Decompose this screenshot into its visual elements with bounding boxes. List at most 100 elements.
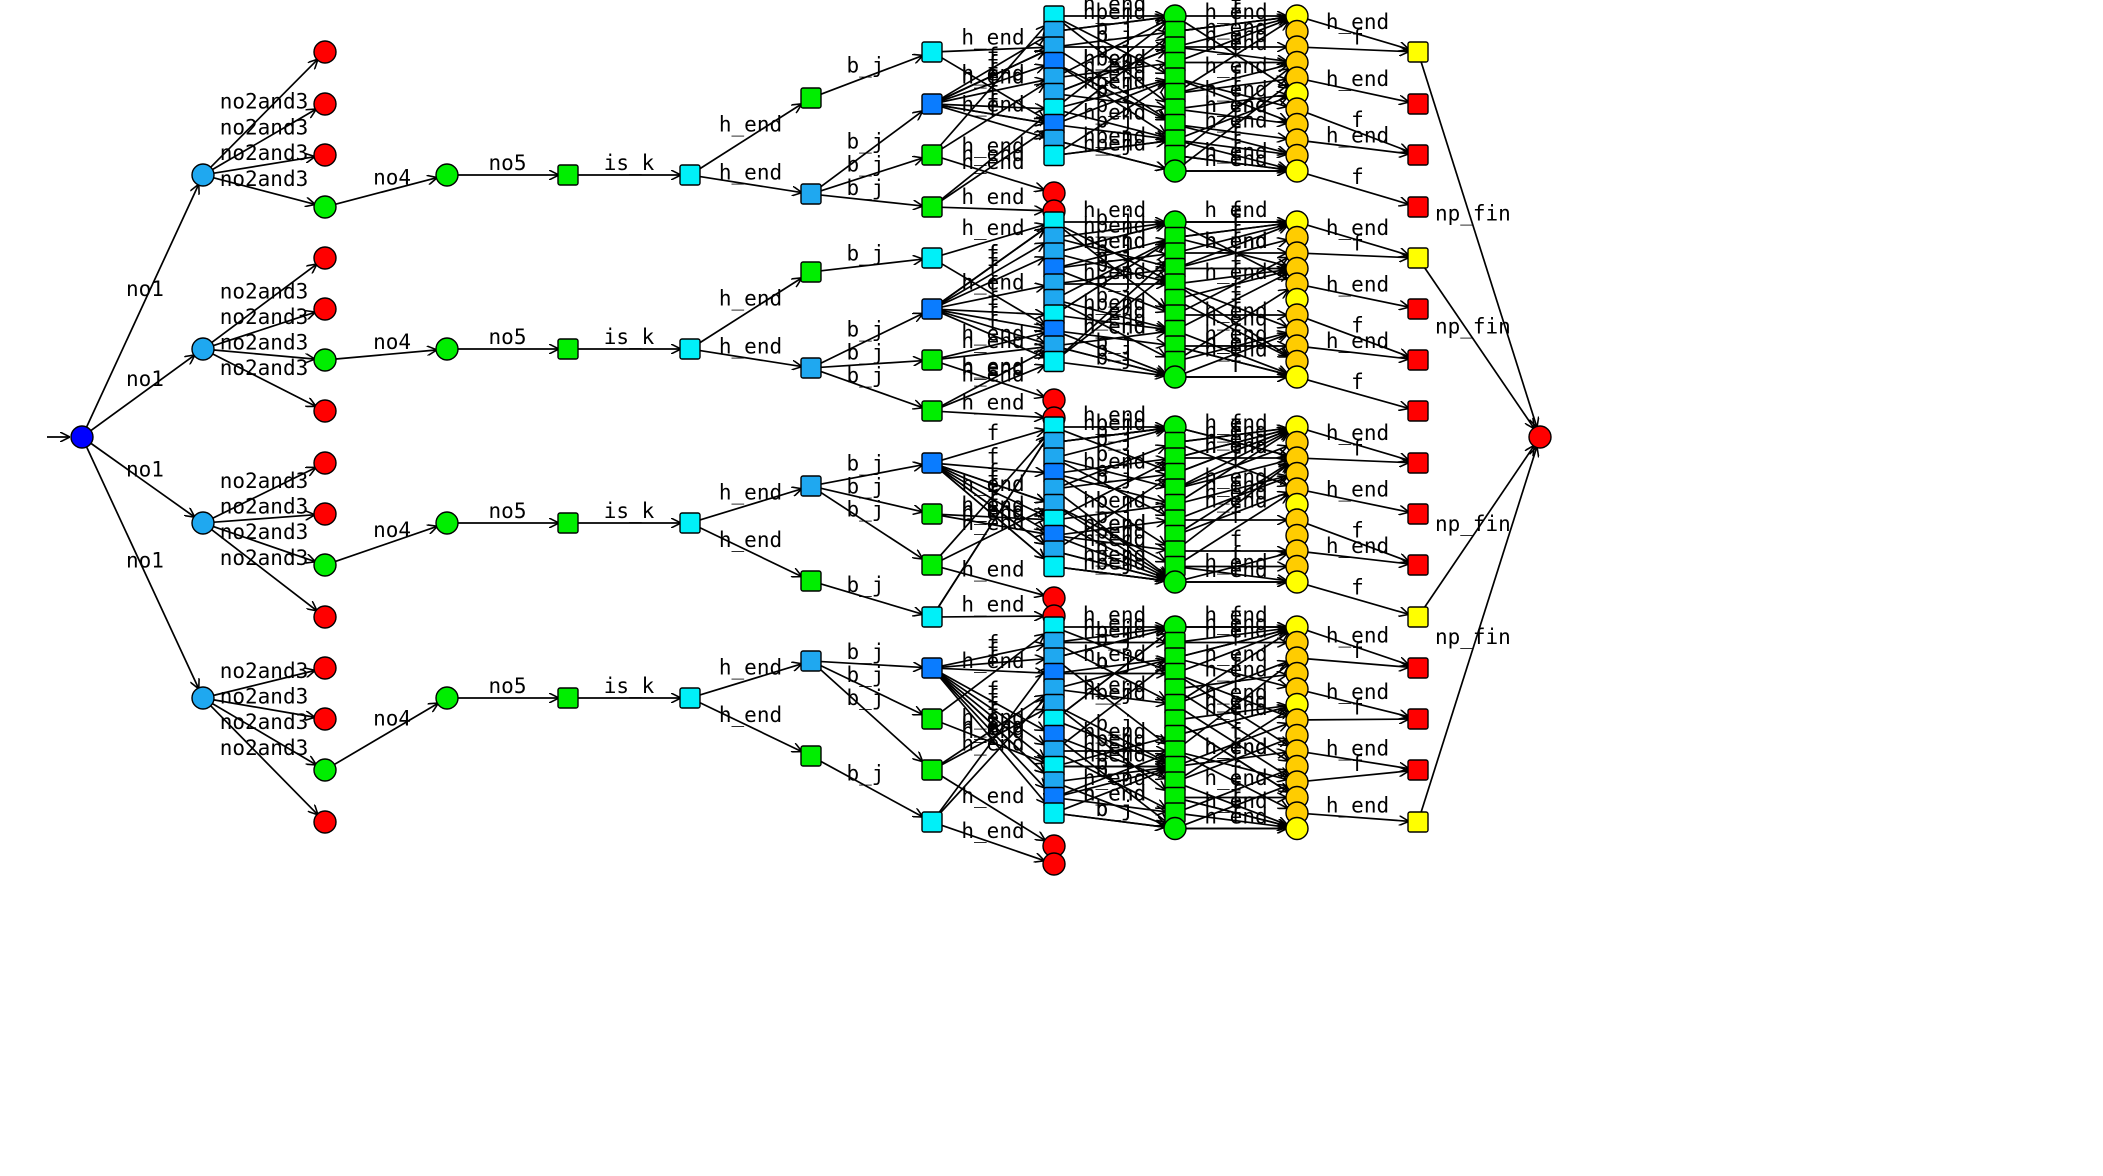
state-node[interactable] <box>1043 802 1065 824</box>
reject-node[interactable] <box>1407 298 1429 320</box>
state-node[interactable] <box>921 298 943 320</box>
state-node[interactable] <box>921 400 943 422</box>
state-node[interactable] <box>921 41 943 63</box>
reject-node[interactable] <box>313 502 337 526</box>
accept-node[interactable] <box>1407 811 1429 833</box>
state-node[interactable] <box>921 93 943 115</box>
state-node[interactable] <box>679 512 701 534</box>
state-node[interactable] <box>1043 144 1065 167</box>
state-node[interactable] <box>435 511 459 535</box>
reject-node[interactable] <box>1407 144 1429 166</box>
state-node[interactable] <box>800 475 822 497</box>
state-node[interactable] <box>1285 570 1309 594</box>
continue-node[interactable] <box>313 553 337 577</box>
state-node[interactable] <box>921 759 943 781</box>
reject-node[interactable] <box>313 297 337 321</box>
state-node[interactable] <box>557 338 579 360</box>
branch-node[interactable] <box>191 511 215 535</box>
reject-node[interactable] <box>313 143 337 167</box>
state-node[interactable] <box>800 570 822 592</box>
edge-label-b-j: b_j <box>1096 650 1134 674</box>
reject-node[interactable] <box>313 810 337 834</box>
state-node[interactable] <box>921 708 943 730</box>
state-node[interactable] <box>1163 159 1187 183</box>
reject-node[interactable] <box>1407 554 1429 576</box>
state-node[interactable] <box>921 657 943 679</box>
state-node[interactable] <box>1285 816 1309 841</box>
branch-node[interactable] <box>191 337 215 361</box>
edge-label-f: f <box>1230 291 1243 315</box>
continue-node[interactable] <box>313 348 337 372</box>
reject-node[interactable] <box>313 707 337 731</box>
state-node[interactable] <box>1163 816 1187 841</box>
state-node[interactable] <box>800 650 822 672</box>
reject-node[interactable] <box>1407 708 1429 730</box>
state-node[interactable] <box>1285 365 1309 389</box>
state-node[interactable] <box>1163 365 1187 389</box>
state-node[interactable] <box>921 503 943 525</box>
edge-label-b-j: b_j <box>846 663 884 687</box>
state-node[interactable] <box>435 686 459 710</box>
state-node[interactable] <box>557 687 579 709</box>
transition-edge <box>1184 69 1288 149</box>
reject-node[interactable] <box>1407 503 1429 525</box>
edge-label-h-end: h_end <box>961 719 1024 743</box>
edge-label-f: f <box>1230 704 1243 728</box>
reject-node[interactable] <box>1407 349 1429 371</box>
reject-node[interactable] <box>313 399 337 423</box>
state-node[interactable] <box>679 164 701 186</box>
state-node[interactable] <box>921 349 943 371</box>
continue-node[interactable] <box>313 758 337 782</box>
state-node[interactable] <box>557 512 579 534</box>
reject-node[interactable] <box>313 92 337 116</box>
accept-node[interactable] <box>1407 247 1429 269</box>
state-node[interactable] <box>1163 570 1187 594</box>
state-node[interactable] <box>921 196 943 218</box>
transition-edge <box>1063 738 1165 778</box>
continue-node[interactable] <box>313 195 337 219</box>
state-node[interactable] <box>679 338 701 360</box>
state-node[interactable] <box>435 337 459 361</box>
state-node[interactable] <box>921 811 943 833</box>
branch-node[interactable] <box>191 163 215 187</box>
reject-node[interactable] <box>313 451 337 475</box>
final-state-node[interactable] <box>1528 425 1552 449</box>
state-node[interactable] <box>800 183 822 205</box>
state-node[interactable] <box>921 144 943 166</box>
reject-node[interactable] <box>1407 93 1429 115</box>
reject-node[interactable] <box>1407 759 1429 781</box>
state-node[interactable] <box>557 164 579 186</box>
reject-node[interactable] <box>1407 657 1429 679</box>
state-node[interactable] <box>800 357 822 379</box>
state-node[interactable] <box>1285 159 1309 183</box>
state-node[interactable] <box>800 87 822 109</box>
initial-state-node[interactable] <box>70 425 94 449</box>
state-node[interactable] <box>921 554 943 576</box>
state-node[interactable] <box>921 247 943 269</box>
state-node[interactable] <box>921 606 943 628</box>
state-node[interactable] <box>921 452 943 474</box>
state-node[interactable] <box>1043 350 1065 373</box>
reject-node[interactable] <box>1407 400 1429 422</box>
reject-node[interactable] <box>313 246 337 270</box>
end-node[interactable] <box>1042 852 1066 876</box>
transition-edge <box>1184 334 1286 374</box>
state-node[interactable] <box>800 745 822 767</box>
reject-node[interactable] <box>313 40 337 64</box>
reject-node[interactable] <box>1407 196 1429 218</box>
branch-node[interactable] <box>191 686 215 710</box>
state-node[interactable] <box>800 261 822 283</box>
state-node[interactable] <box>435 163 459 187</box>
reject-node[interactable] <box>1407 452 1429 474</box>
transition-edge <box>1063 708 1165 762</box>
state-node[interactable] <box>679 687 701 709</box>
edge-label-f: f <box>1230 696 1243 720</box>
state-node[interactable] <box>1043 555 1065 578</box>
accept-node[interactable] <box>1407 606 1429 628</box>
accept-node[interactable] <box>1407 41 1429 63</box>
transition-edge <box>1184 786 1286 826</box>
reject-node[interactable] <box>313 656 337 680</box>
edge-label-b-j: b_j <box>846 130 884 154</box>
edge-label-no2and3: no2and3 <box>220 685 309 709</box>
reject-node[interactable] <box>313 605 337 629</box>
